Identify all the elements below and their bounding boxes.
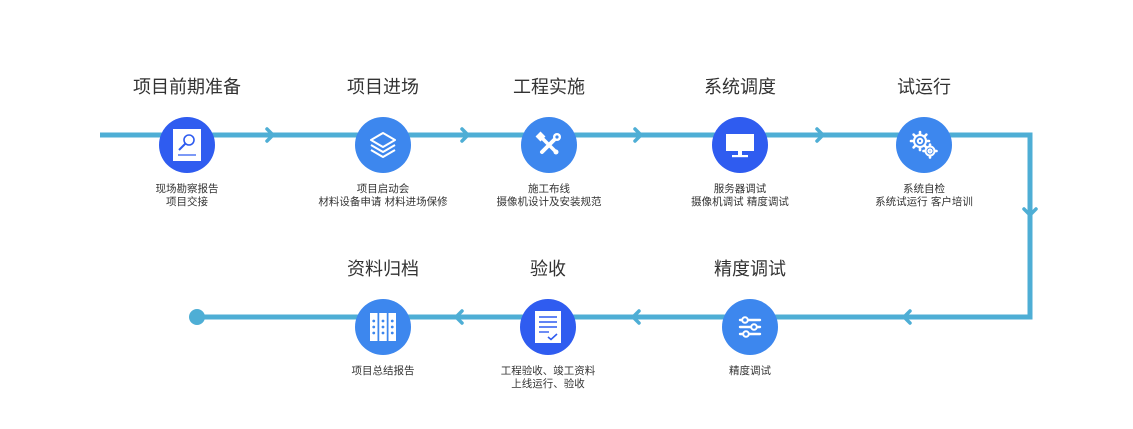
sliders-icon: [738, 316, 762, 338]
step-desc-line: 精度调试: [729, 365, 771, 377]
tools-icon: [535, 131, 561, 155]
document-search-icon: [173, 129, 201, 161]
step-circle: [355, 117, 411, 173]
step-desc-line: 施工布线: [528, 183, 570, 195]
flow-arrow-down: [1022, 207, 1038, 217]
step-circle: [712, 117, 768, 173]
step-circle: [521, 117, 577, 173]
step-desc-line: 摄像机设计及安装规范: [496, 196, 602, 208]
step-title: 资料归档: [347, 259, 419, 280]
step-desc-line: 材料设备申请 材料进场保修: [318, 196, 448, 208]
step-title: 试运行: [897, 77, 951, 98]
step-title: 验收: [530, 259, 566, 280]
step-title: 系统调度: [704, 77, 776, 98]
flow-arrow-left-2: [631, 309, 641, 325]
step-description: 工程验收、竣工资料 上线运行、验收: [448, 365, 648, 391]
step-description: 项目启动会 材料设备申请 材料进场保修: [283, 183, 483, 209]
step-desc-line: 项目交接: [166, 196, 208, 208]
step-desc-line: 摄像机调试 精度调试: [691, 196, 789, 208]
flow-arrow-right-3: [633, 127, 643, 143]
step-description: 现场勘察报告 项目交接: [87, 183, 287, 209]
flow-arrow-right-4: [815, 127, 825, 143]
step-desc-line: 现场勘察报告: [155, 183, 219, 195]
flow-arrow-left-3: [454, 309, 464, 325]
step-desc-line: 工程验收、竣工资料: [500, 365, 596, 377]
step-title: 项目前期准备: [133, 77, 241, 98]
step-desc-line: 上线运行、验收: [511, 378, 585, 390]
step-title: 工程实施: [513, 77, 585, 98]
step-desc-line: 项目启动会: [356, 183, 410, 195]
step-description: 项目总结报告: [283, 365, 483, 378]
step-desc-line: 服务器调试: [713, 183, 767, 195]
step-circle: [159, 117, 215, 173]
step-desc-line: 项目总结报告: [351, 365, 415, 377]
step-circle: [520, 299, 576, 355]
step-circle: [896, 117, 952, 173]
step-title: 精度调试: [714, 259, 786, 280]
step-description: 施工布线 摄像机设计及安装规范: [449, 183, 649, 209]
flow-arrow-left-1: [902, 309, 912, 325]
flow-end-dot: [189, 309, 205, 325]
step-description: 服务器调试 摄像机调试 精度调试: [640, 183, 840, 209]
flow-arrow-right-1: [265, 127, 275, 143]
binders-icon: [370, 313, 396, 341]
step-description: 系统自检 系统试运行 客户培训: [824, 183, 1024, 209]
step-circle: [722, 299, 778, 355]
gears-icon: [909, 130, 938, 159]
monitor-icon: [726, 134, 754, 158]
layers-icon: [370, 132, 396, 158]
step-title: 项目进场: [347, 77, 419, 98]
step-desc-line: 系统自检: [903, 183, 945, 195]
flow-arrow-right-2: [460, 127, 470, 143]
step-circle: [355, 299, 411, 355]
step-desc-line: 系统试运行 客户培训: [875, 196, 973, 208]
checklist-icon: [535, 311, 561, 343]
step-description: 精度调试: [650, 365, 850, 378]
